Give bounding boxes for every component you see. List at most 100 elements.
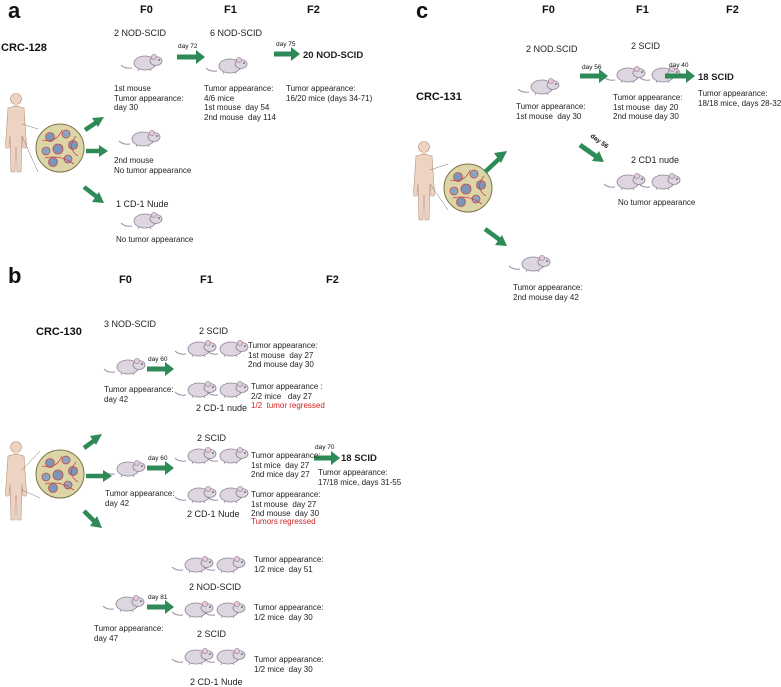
r1-scid-text: Tumor appearance: 1st mouse day 27 2nd m… <box>248 341 318 369</box>
f1-group-label: 6 NOD-SCID <box>210 28 263 38</box>
c-f0-group: 2 NOD.SCID <box>526 44 578 54</box>
f1-text: Tumor appearance: 4/6 mice 1st mouse day… <box>204 84 276 122</box>
patient-b-icon <box>5 441 27 521</box>
header-f2: F2 <box>307 4 320 16</box>
patient-c-icon <box>413 141 435 221</box>
mouse-icon <box>171 555 214 574</box>
f0-mouse2-text: 2nd mouse No tumor appearance <box>114 156 192 175</box>
day-label: day 60 <box>148 356 168 363</box>
c-f2-text: Tumor appearance: 18/18 mice, days 28-32 <box>698 89 781 108</box>
zoom-line <box>429 183 449 211</box>
arrow <box>82 438 97 450</box>
f2-text: Tumor appearance: 16/20 mice (days 34-71… <box>286 84 373 103</box>
c-f0-text2: Tumor appearance: 2nd mouse day 42 <box>513 283 583 302</box>
arrow <box>83 120 99 132</box>
mouse-icon <box>103 357 146 376</box>
arrow-head <box>103 470 112 482</box>
cell-line-crc128: CRC-128 <box>1 42 47 54</box>
zoom-line <box>429 163 449 171</box>
arrow <box>578 142 599 160</box>
mouse-icon <box>638 172 681 191</box>
arrow-head <box>495 235 507 246</box>
mouse-icon <box>603 172 646 191</box>
header-f1: F1 <box>636 4 649 16</box>
header-f0: F0 <box>140 4 153 16</box>
zoom-line <box>21 135 39 173</box>
arrow-head <box>686 69 695 83</box>
header-f1: F1 <box>200 274 213 286</box>
mouse-icon <box>120 211 163 230</box>
arrow-head <box>592 151 604 162</box>
arrow-head <box>165 600 174 614</box>
r1-scid-group: 2 SCID <box>199 326 229 336</box>
r3-nude-group: 2 CD-1 Nude <box>190 677 243 687</box>
day-label: day 75 <box>276 41 296 48</box>
panel-b-arrows <box>82 362 340 614</box>
cd1-group-label: 1 CD-1 Nude <box>116 199 169 209</box>
f0-group-label: 3 NOD-SCID <box>104 319 157 329</box>
arrow-head <box>331 451 340 465</box>
tumor-tissue-b-icon <box>35 449 85 499</box>
r1-nude-regressed: 1/2 tumor regressed <box>251 401 325 410</box>
mouse-icon <box>508 254 551 273</box>
c-f1-group: 2 SCID <box>631 41 661 51</box>
r2-f2-group: 18 SCID <box>341 453 377 464</box>
day-label: day 40 <box>669 62 689 69</box>
r3-nod-text: Tumor appearance: 1/2 mice day 51 <box>254 555 324 574</box>
arrow-head <box>494 151 507 163</box>
arrow-head <box>196 50 205 64</box>
f2-group-label: 20 NOD-SCID <box>303 50 364 61</box>
day-label: day 81 <box>148 594 168 601</box>
arrow-head <box>291 47 300 61</box>
panel-a-label: a <box>8 0 21 23</box>
r2-nude-group: 2 CD-1 Nude <box>187 509 240 519</box>
r3-scid-group: 2 SCID <box>197 629 227 639</box>
arrow <box>483 227 502 242</box>
arrow <box>82 185 99 199</box>
panel-a-graphics <box>5 53 248 230</box>
r2-nude-regressed: Tumors regressed <box>251 517 316 526</box>
mouse-icon <box>174 339 217 358</box>
mouse-icon <box>174 446 217 465</box>
panel-a-arrows <box>82 47 300 203</box>
c-f1-text: Tumor appearance: 1st mouse day 20 2nd m… <box>613 93 683 121</box>
arrow-head <box>99 145 108 157</box>
r2-scid-text: Tumor appearance: 1st mice day 27 2nd mi… <box>251 451 321 479</box>
f0-mouse1-text: 1st mouse Tumor appearance: day 30 <box>114 84 184 112</box>
mouse-icon <box>603 65 646 84</box>
mouse-icon <box>120 53 163 72</box>
day-label: day 56 <box>582 64 602 71</box>
r2-f0-text: Tumor appearance: day 42 <box>105 489 175 508</box>
arrow-head <box>165 461 174 475</box>
panel-c-graphics <box>413 65 681 273</box>
cell-line-crc130: CRC-130 <box>36 326 82 338</box>
arrow-head <box>92 117 104 127</box>
arrow-head <box>599 69 608 83</box>
day-label: day 72 <box>178 43 198 50</box>
r3-nod-group: 2 NOD-SCID <box>189 582 242 592</box>
zoom-line <box>21 489 41 499</box>
c-f0-text1: Tumor appearance: 1st mouse day 30 <box>516 102 586 121</box>
patient-a-icon <box>5 93 27 173</box>
arrow-head <box>92 192 104 203</box>
panel-b-label: b <box>8 263 22 288</box>
day-label: day 70 <box>315 444 335 451</box>
r3-f0-text: Tumor appearance: day 47 <box>94 624 164 643</box>
panel-c-label: c <box>416 0 429 23</box>
arrow <box>82 509 97 524</box>
r3-nude-text: Tumor appearance: 1/2 mice day 30 <box>254 655 324 674</box>
r3-scid-text: Tumor appearance: 1/2 mice day 30 <box>254 603 324 622</box>
header-f2: F2 <box>326 274 339 286</box>
arrow-head <box>90 434 102 445</box>
panel-c-arrows <box>483 69 695 246</box>
zoom-line <box>21 123 39 130</box>
r2-nude-text: Tumor appearance: 1st mouse day 27 2nd m… <box>251 490 321 518</box>
header-f0: F0 <box>542 4 555 16</box>
cd1-text: No tumor appearance <box>116 235 194 244</box>
mouse-icon <box>174 380 217 399</box>
mouse-icon <box>102 594 145 613</box>
f0-group-label: 2 NOD-SCID <box>114 28 167 38</box>
c-nude-text: No tumor appearance <box>618 198 696 207</box>
mouse-icon <box>517 77 560 96</box>
day-label: day 60 <box>148 455 168 462</box>
